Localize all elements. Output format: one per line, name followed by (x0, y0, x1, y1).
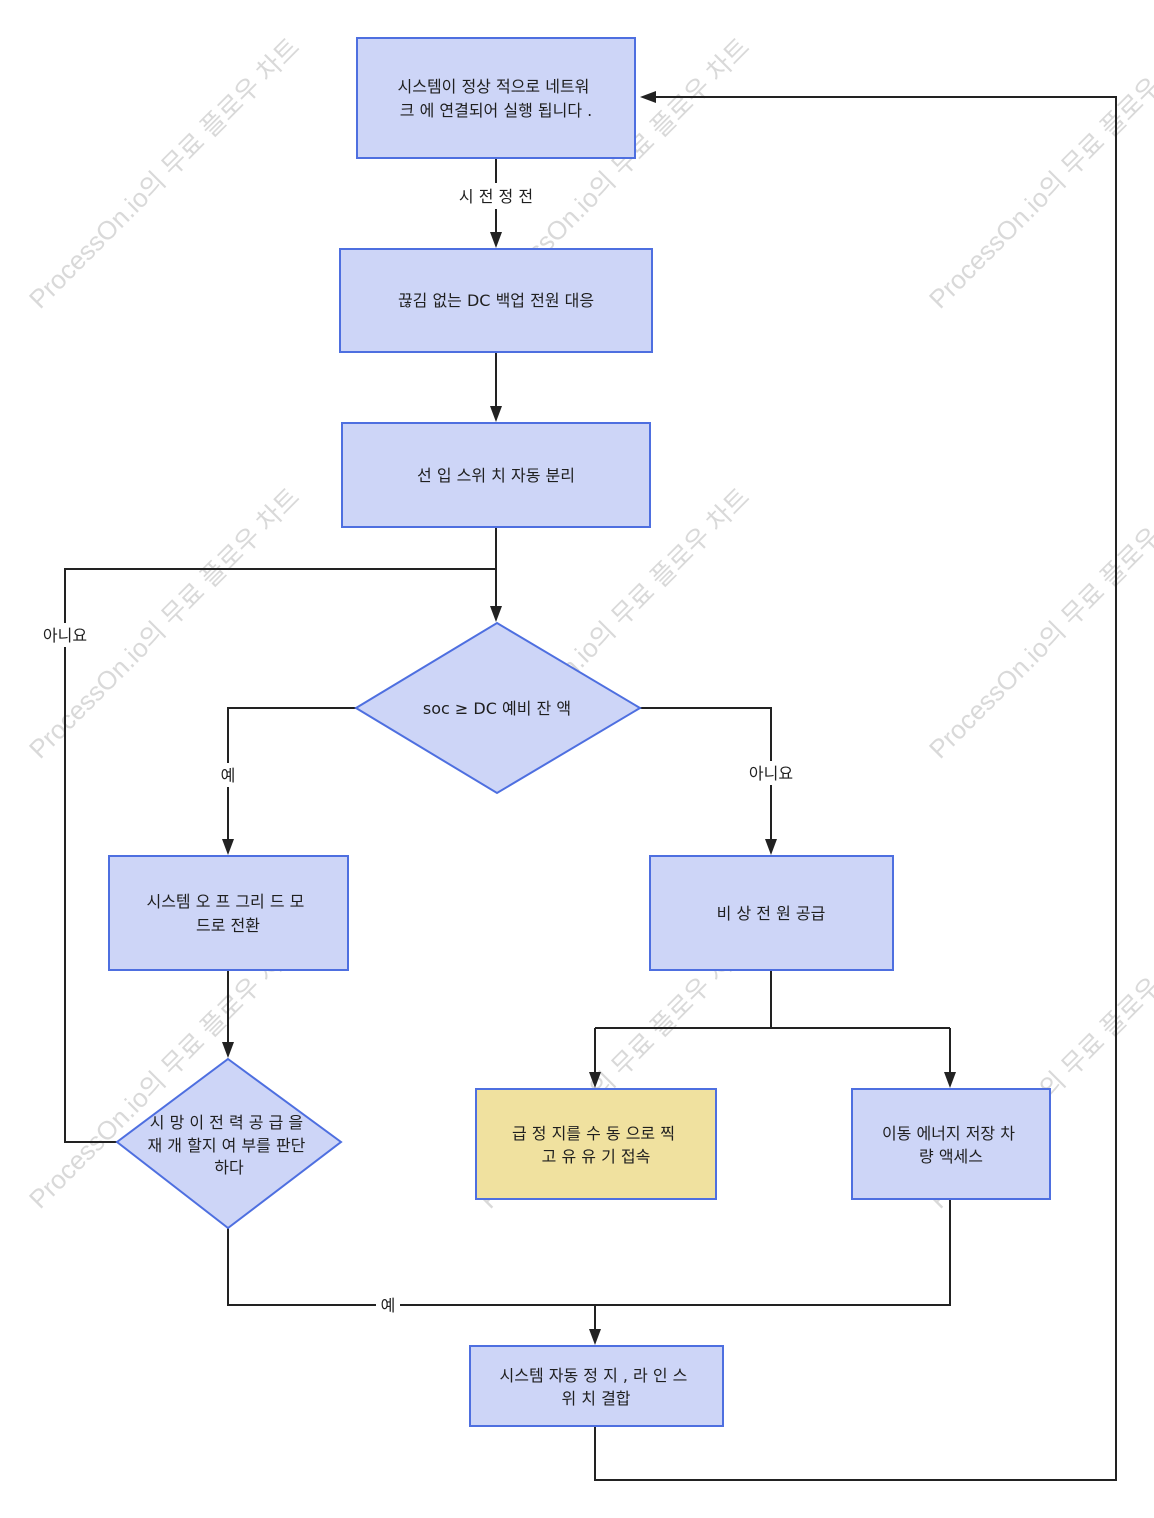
node-dc-backup[interactable] (339, 248, 653, 353)
nodes: 시스템이 정상 적으로 네트워 크 에 연결되어 실행 됩니다 . 끊김 없는 … (108, 37, 1051, 1427)
arrowhead (222, 1042, 234, 1058)
edge-stop-loop-back (594, 96, 1117, 1481)
node-manual-connect-text: 급 정 지를 수 동 으로 찍 고 유 유 기 접속 (512, 1124, 680, 1166)
arrowhead (589, 1072, 601, 1088)
edge-label-no-right: 아니요 (749, 764, 793, 783)
label-bg (36, 623, 94, 647)
node-auto-stop-text: 시스템 자동 정 지 , 라 인 스 위 치 결합 (500, 1366, 693, 1408)
arrowhead (222, 839, 234, 855)
edge-gridcheck-no-loop (64, 568, 496, 1143)
node-offgrid[interactable] (108, 855, 349, 971)
node-emergency[interactable] (649, 855, 894, 971)
node-mobile-storage[interactable] (851, 1088, 1051, 1200)
watermark-layer: ProcessOn.io의 무료 플로우 차트 ProcessOn.io의 무료… (23, 32, 1154, 1214)
edge-gridcheck-yes (227, 1228, 595, 1306)
node-auto-stop[interactable] (469, 1345, 724, 1427)
arrowhead (944, 1072, 956, 1088)
label-bg (742, 761, 800, 785)
edge-label-yes-left: 예 (221, 766, 236, 785)
label-bg (216, 763, 240, 787)
node-offgrid-text: 시스템 오 프 그리 드 모 드로 전환 (146, 892, 309, 935)
edge-soc-yes (227, 707, 356, 843)
edge-label-yes-bottom: 예 (381, 1296, 396, 1315)
label-bg (376, 1294, 400, 1318)
arrowhead (490, 232, 502, 248)
arrowhead (490, 606, 502, 622)
node-grid-check-text: 시 망 이 전 력 공 급 을 재 개 할지 여 부를 판단 하다 (147, 1113, 310, 1177)
node-start-text: 시스템이 정상 적으로 네트워 크 에 연결되어 실행 됩니다 . (398, 77, 595, 120)
node-emergency-text: 비 상 전 원 공급 (717, 904, 826, 923)
node-manual-connect[interactable] (475, 1088, 717, 1200)
arrowhead (490, 406, 502, 422)
edge-mobile-to-stop (594, 1199, 951, 1333)
node-switch-off-text: 선 입 스위 치 자동 분리 (417, 466, 575, 485)
watermark-text: ProcessOn.io의 무료 플로우 차트 (923, 32, 1154, 314)
node-soc-check-text: soc ≥ DC 예비 잔 액 (423, 699, 571, 718)
node-mobile-storage-text: 이동 에너지 저장 차 량 액세스 (882, 1124, 1020, 1166)
edge-soc-no (640, 707, 772, 843)
arrowhead (589, 1329, 601, 1345)
edge-label-outage: 시 전 정 전 (459, 187, 533, 206)
node-grid-check[interactable] (115, 1057, 343, 1230)
node-dc-backup-text: 끊김 없는 DC 백업 전원 대응 (398, 291, 594, 310)
connectors (64, 91, 1117, 1481)
arrowhead (640, 91, 656, 103)
arrowhead (765, 839, 777, 855)
label-bg (448, 183, 544, 209)
edge-emergency-split (594, 970, 951, 1076)
node-soc-check[interactable] (354, 621, 642, 795)
edge-label-no-loop: 아니요 (43, 626, 87, 645)
watermark-text: ProcessOn.io의 무료 플로우 차트 (23, 32, 305, 314)
edge-labels: 시 전 정 전 예 아니요 아니요 예 (36, 183, 800, 1318)
watermark-text: ProcessOn.io의 무료 플로우 차트 (923, 482, 1154, 764)
node-start[interactable] (356, 37, 636, 159)
node-switch-off[interactable] (341, 422, 651, 528)
